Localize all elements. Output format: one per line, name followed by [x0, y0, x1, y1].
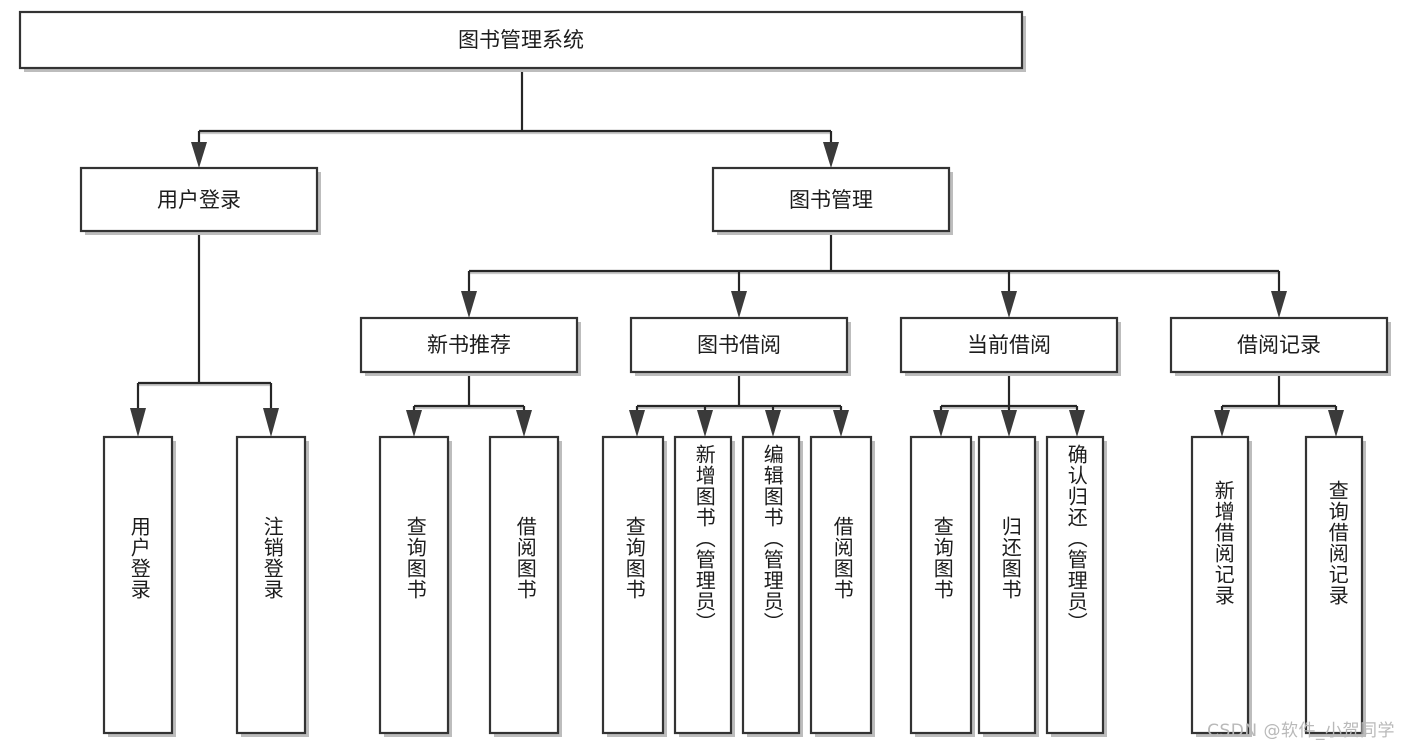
node-root-title-box[interactable] [18, 10, 1024, 70]
arrow-l3-4 [1271, 291, 1287, 318]
node-current-borrow-box[interactable] [899, 316, 1119, 374]
node-book-management-box[interactable] [711, 166, 951, 233]
node-leaf-records-2[interactable] [1304, 435, 1366, 737]
arrow-l3-2 [731, 291, 747, 318]
node-current-borrow[interactable]: 当前借阅 [899, 316, 1121, 376]
node-new-book-recommend[interactable]: 新书推荐 [359, 316, 581, 376]
connector-group [130, 70, 1344, 437]
node-leaf-borrow-3[interactable] [741, 435, 803, 737]
node-leaf-user-login-1[interactable] [102, 435, 176, 737]
node-leaf-records-2-box[interactable] [1304, 435, 1364, 735]
node-leaf-recommend-2[interactable] [488, 435, 562, 737]
node-leaf-user-login-1-box[interactable] [102, 435, 174, 735]
node-leaf-recommend-2-box[interactable] [488, 435, 560, 735]
arrow-r2 [516, 410, 532, 437]
node-leaf-recommend-1-box[interactable] [378, 435, 450, 735]
arrow-l3-1 [461, 291, 477, 318]
node-leaf-borrow-3-box[interactable] [741, 435, 801, 735]
node-leaf-borrow-1[interactable] [601, 435, 667, 737]
node-leaf-user-login-2-box[interactable] [235, 435, 307, 735]
arrow-b2 [697, 410, 713, 437]
node-leaf-borrow-2[interactable] [673, 435, 735, 737]
node-leaf-records-1-box[interactable] [1190, 435, 1250, 735]
node-leaf-current-3[interactable] [1045, 435, 1107, 737]
node-leaf-borrow-4[interactable] [809, 435, 875, 737]
node-leaf-borrow-4-box[interactable] [809, 435, 873, 735]
arrow-r1 [406, 410, 422, 437]
arrow-c2 [1001, 410, 1017, 437]
node-book-management[interactable]: 图书管理 [711, 166, 953, 235]
node-leaf-borrow-2-box[interactable] [673, 435, 733, 735]
node-root-title-label: 图书管理系统 [458, 28, 584, 52]
arrow-c1 [933, 410, 949, 437]
node-leaf-current-2-box[interactable] [977, 435, 1037, 735]
node-borrow-records-box[interactable] [1169, 316, 1389, 374]
node-book-borrow-box[interactable] [629, 316, 849, 374]
node-leaf-current-1-box[interactable] [909, 435, 973, 735]
node-leaf-recommend-1[interactable] [378, 435, 452, 737]
node-new-book-recommend-box[interactable] [359, 316, 579, 374]
arrow-u1 [130, 408, 146, 437]
arrow-b4 [833, 410, 849, 437]
node-root-title[interactable]: 图书管理系统 [18, 10, 1026, 72]
node-leaf-user-login-2[interactable] [235, 435, 309, 737]
node-leaf-current-1[interactable] [909, 435, 975, 737]
node-borrow-records[interactable]: 借阅记录 [1169, 316, 1391, 376]
arrow-b3 [765, 410, 781, 437]
arrow-u2 [263, 408, 279, 437]
node-user-login-box[interactable] [79, 166, 319, 233]
node-user-login-label: 用户登录 [157, 188, 241, 212]
node-leaf-current-2[interactable] [977, 435, 1039, 737]
node-borrow-records-label: 借阅记录 [1237, 333, 1321, 357]
arrow-b1 [629, 410, 645, 437]
node-leaf-current-3-box[interactable] [1045, 435, 1105, 735]
arrow-c3 [1069, 410, 1085, 437]
arrow-user-login [191, 142, 207, 168]
node-book-management-label: 图书管理 [789, 188, 873, 212]
node-user-login[interactable]: 用户登录 [79, 166, 321, 235]
arrow-k2 [1328, 410, 1344, 437]
node-current-borrow-label: 当前借阅 [967, 333, 1051, 357]
node-book-borrow-label: 图书借阅 [697, 333, 781, 357]
node-new-book-recommend-label: 新书推荐 [427, 333, 511, 357]
node-book-borrow[interactable]: 图书借阅 [629, 316, 851, 376]
node-leaf-borrow-1-box[interactable] [601, 435, 665, 735]
arrow-book-mgmt [823, 142, 839, 168]
node-leaf-records-1[interactable] [1190, 435, 1252, 737]
arrow-k1 [1214, 410, 1230, 437]
csdn-watermark: CSDN @软件_小贺同学 [1207, 721, 1395, 741]
arrow-l3-3 [1001, 291, 1017, 318]
